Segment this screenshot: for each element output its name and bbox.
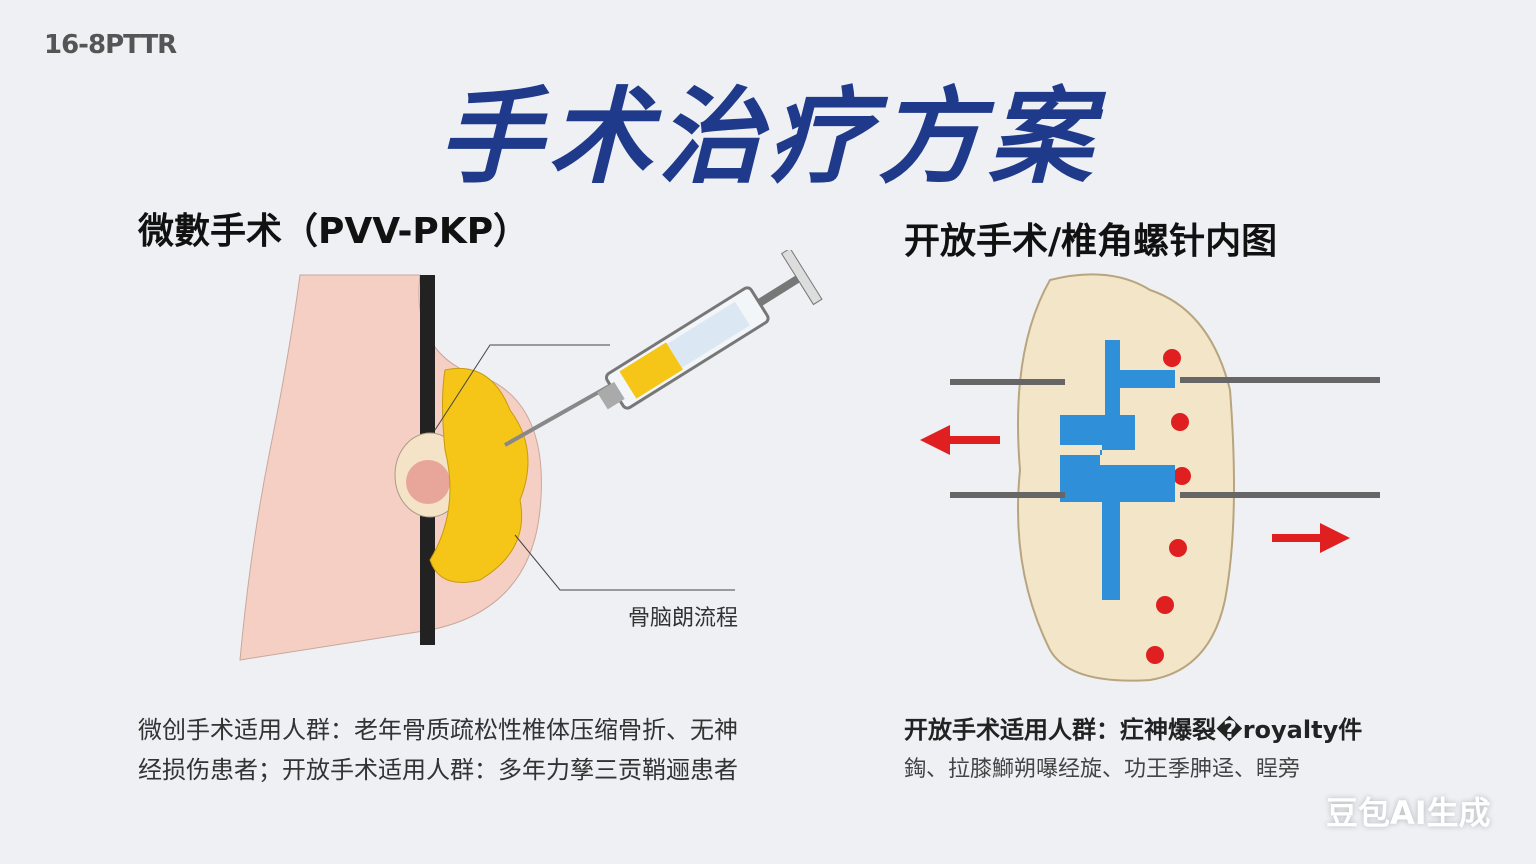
right-subtitle: 开放手术/椎角螺针内图 — [904, 221, 1278, 262]
pedicle-screw-illustration — [920, 273, 1380, 682]
nerve-markers — [1146, 349, 1191, 664]
arrows — [920, 425, 1350, 553]
left-subtitle: 微數手术（PVV-PKP） — [138, 211, 530, 252]
right-description-heading: 开放手术适用人群：疘神爆裂�royalty件 — [904, 716, 1363, 744]
disc — [406, 460, 450, 504]
callout-label: 骨脑朗流程 — [628, 606, 739, 631]
callout-line-top — [434, 344, 610, 431]
corner-tag: 16-8PTTR — [44, 30, 177, 60]
left-description: 微创手术适用人群：老年骨质疏松性椎体压缩骨折、无神经损伤患者；开放手术适用人群：… — [138, 716, 738, 784]
callout-line — [514, 534, 735, 591]
implant-rod — [1060, 340, 1175, 600]
screws — [950, 377, 1380, 498]
syringe — [597, 250, 823, 410]
bone-cement — [429, 367, 529, 583]
right-description: 开放手术适用人群：疘神爆裂�royalty件 鋾、拉膝鰤朔嚗经旋、功王季胂迳、睈… — [904, 710, 1404, 790]
watermark: 豆包AI生成 — [1326, 794, 1491, 832]
page-title: 手术治疗方案 — [437, 76, 1098, 198]
vertebroplasty-illustration — [239, 250, 823, 661]
right-description-body: 鋾、拉膝鰤朔嚗经旋、功王季胂迳、睈旁 — [904, 757, 1301, 782]
